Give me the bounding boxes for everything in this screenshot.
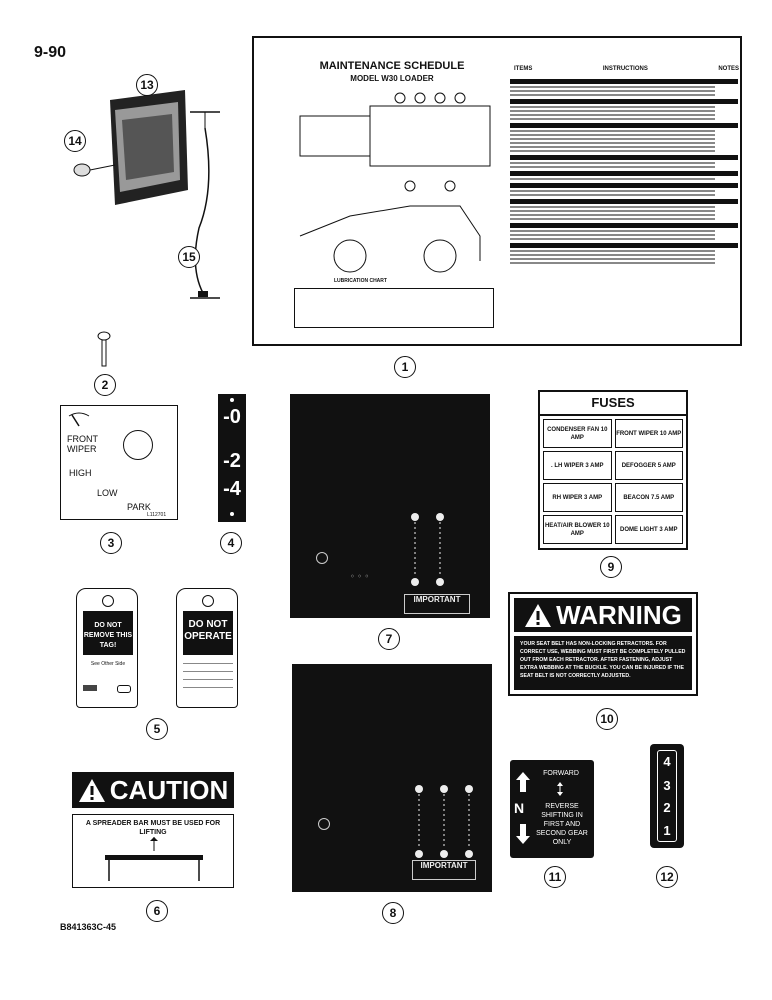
symbol-icon — [316, 552, 328, 564]
fuse-cell: DEFOGGER 5 AMP — [614, 451, 683, 480]
fuse-cell: RH WIPER 3 AMP — [543, 483, 612, 512]
schedule-rows — [510, 76, 738, 338]
callout-9: 9 — [600, 556, 622, 578]
fuse-cell: HEAT/AIR BLOWER 10 AMP — [543, 515, 612, 544]
fuse-cell: BEACON 7.5 AMP — [614, 483, 683, 512]
shift-direction-decal: FORWARD N REVERSE SHIFTING IN FIRST AND … — [510, 760, 594, 858]
column-notes: NOTES — [718, 66, 739, 72]
schedule-column-headers: ITEMS INSTRUCTIONS NOTES — [514, 66, 739, 72]
callout-1: 1 — [394, 356, 416, 378]
dots-icon: ◦ ◦ ◦ — [350, 572, 370, 581]
symbol-icon — [318, 818, 330, 830]
caution-body: A SPREADER BAR MUST BE USED FOR LIFTING — [85, 820, 221, 836]
callout-5: 5 — [146, 718, 168, 740]
reverse-shifting-text: REVERSE SHIFTING IN FIRST AND SECOND GEA… — [536, 803, 588, 846]
callout-3: 3 — [100, 532, 122, 554]
lever-diagram — [411, 513, 444, 586]
important-label: IMPORTANT — [404, 594, 470, 614]
tag-warning-text: DO NOT REMOVE THIS TAG! — [83, 611, 133, 655]
callout-11: 11 — [544, 866, 566, 888]
forward-arrow-icon — [516, 772, 530, 792]
fuse-cell: DOME LIGHT 3 AMP — [614, 515, 683, 544]
do-not-operate-tag: DO NOT OPERATE — [176, 588, 238, 708]
callout-2: 2 — [94, 374, 116, 396]
antenna-cable-illustration — [190, 111, 220, 299]
wiper-knob-circle — [123, 430, 153, 460]
warning-triangle-icon — [525, 604, 552, 627]
up-down-arrow-icon — [557, 782, 563, 796]
loader-diagram — [299, 92, 491, 273]
neutral-label: N — [514, 800, 525, 816]
important-label: IMPORTANT — [412, 860, 476, 880]
warning-triangle-icon — [78, 779, 105, 802]
callout-8: 8 — [382, 902, 404, 924]
front-wiper-decal: FRONT WIPER HIGH LOW PARK L112701 — [60, 405, 178, 520]
spreader-bar-icon — [105, 837, 203, 881]
caution-title: CAUTION — [109, 774, 229, 805]
warning-title: WARNING — [556, 599, 682, 630]
fuse-cell: . LH WIPER 3 AMP — [543, 451, 612, 480]
maintenance-schedule-decal: MAINTENANCE SCHEDULE MODEL W30 LOADER IT… — [252, 36, 742, 346]
callout-15: 15 — [178, 246, 200, 268]
callout-10: 10 — [596, 708, 618, 730]
control-panel-decal-8: IMPORTANT — [292, 664, 492, 892]
lubrication-table — [294, 288, 494, 328]
schedule-title: MAINTENANCE SCHEDULE — [319, 60, 465, 72]
reverse-arrow-icon — [516, 824, 530, 844]
do-not-remove-tag: DO NOT REMOVE THIS TAG! See Other Side — [76, 588, 138, 708]
callout-6: 6 — [146, 900, 168, 922]
callout-12: 12 — [656, 866, 678, 888]
caution-lifting-decal: CAUTION A SPREADER BAR MUST BE USED FOR … — [72, 772, 234, 888]
column-items: ITEMS — [514, 66, 533, 72]
callout-4: 4 — [220, 532, 242, 554]
gear-range-decal: 4 3 2 1 — [650, 744, 684, 848]
page-number: 9-90 — [34, 44, 67, 61]
seat-belt-warning-decal: WARNING YOUR SEAT BELT HAS NON-LOCKING R… — [508, 592, 698, 696]
dome-light-illustration — [73, 90, 188, 205]
callout-13: 13 — [136, 74, 158, 96]
fuse-cell: CONDENSER FAN 10 AMP — [543, 419, 612, 448]
fuses-decal: FUSES CONDENSER FAN 10 AMP FRONT WIPER 1… — [538, 390, 688, 550]
tag-warning-text: DO NOT OPERATE — [183, 611, 233, 655]
forward-label: FORWARD — [543, 770, 579, 777]
tag-footer-text: See Other Side — [90, 661, 126, 667]
warning-body: YOUR SEAT BELT HAS NON-LOCKING RETRACTOR… — [514, 636, 692, 690]
column-instructions: INSTRUCTIONS — [602, 66, 648, 72]
rivet-pin-illustration — [97, 331, 111, 367]
lever-diagram — [415, 785, 473, 858]
fuse-cell: FRONT WIPER 10 AMP — [614, 419, 683, 448]
fuses-title: FUSES — [540, 392, 686, 416]
callout-14: 14 — [64, 130, 86, 152]
control-panel-decal-7: ◦ ◦ ◦ IMPORTANT — [290, 394, 490, 618]
callout-7: 7 — [378, 628, 400, 650]
wiper-icon — [68, 412, 90, 427]
lubrication-chart-title: LUBRICATION CHART — [334, 278, 387, 284]
figure-code: B841363C-45 — [60, 922, 117, 932]
level-indicator-decal: -0 -2 -4 — [218, 394, 246, 522]
schedule-subtitle: MODEL W30 LOADER — [350, 74, 434, 83]
